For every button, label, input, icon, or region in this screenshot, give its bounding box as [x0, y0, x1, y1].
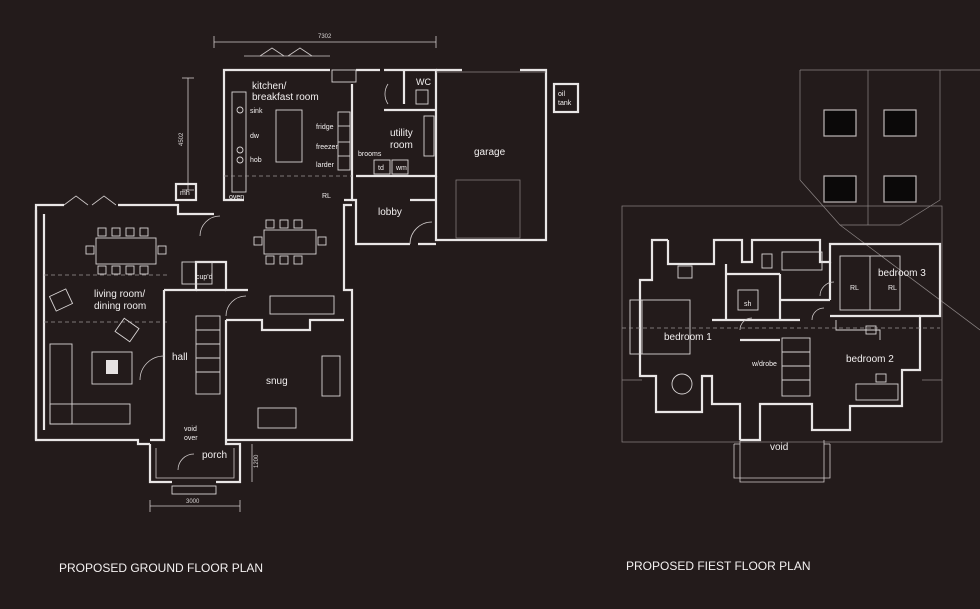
top-width-label: 7302 — [318, 34, 332, 40]
rl-label: RL — [322, 193, 331, 200]
freezer-label: freezer — [316, 144, 338, 151]
wc-label: WC — [416, 77, 431, 87]
ground-floor-title: PROPOSED GROUND FLOOR PLAN — [59, 561, 263, 575]
utility-label-2: room — [390, 140, 413, 151]
larder-label: larder — [316, 162, 335, 169]
dining-table-1 — [85, 227, 167, 275]
hall-label: hall — [172, 352, 188, 363]
sh-label: sh — [744, 301, 752, 308]
roof-window-4 — [883, 175, 917, 203]
bedroom1-label: bedroom 1 — [664, 332, 712, 343]
tank-label: tank — [558, 100, 572, 107]
garage-walls — [434, 68, 548, 242]
kitchen-label-2: breakfast room — [252, 92, 319, 103]
oil-label: oil — [558, 91, 565, 98]
void-label: void — [184, 426, 197, 433]
mh-label: mh — [180, 190, 190, 197]
dining-label: dining room — [94, 301, 146, 312]
oil-tank — [552, 82, 580, 114]
first-void-label: void — [770, 442, 788, 453]
porch-width-label: 3000 — [186, 499, 200, 505]
roof-outline — [621, 69, 980, 443]
kitchen-walls — [222, 47, 380, 202]
kitchen-label: kitchen/ — [252, 81, 287, 92]
manhole — [174, 182, 198, 202]
first-floor-title: PROPOSED FIEST FLOOR PLAN — [626, 559, 811, 573]
side-height-label: 4502 — [179, 132, 185, 146]
roof-window-2 — [883, 109, 917, 137]
first-floor-plan: bedroom 1 bedroom 2 bedroom 3 w/drobe sh… — [621, 69, 980, 483]
dining-table-2 — [253, 219, 327, 265]
snug-label: snug — [266, 376, 288, 387]
wm-label: wm — [395, 165, 407, 172]
top-dimension: 7302 — [213, 34, 437, 48]
rl1-label: RL — [850, 285, 859, 292]
rl2-label: RL — [888, 285, 897, 292]
living-label: living room/ — [94, 289, 145, 300]
void-over-label: over — [184, 435, 198, 442]
cupd-label: cup'd — [196, 274, 213, 281]
bedroom2-label: bedroom 2 — [846, 354, 894, 365]
main-house-walls — [34, 195, 354, 446]
hob-label: hob — [250, 157, 262, 164]
ground-floor-plan: 7302 4502 kitchen/ — [34, 34, 580, 512]
porch-walls — [148, 440, 253, 512]
brooms-label: brooms — [358, 151, 382, 158]
garage-label: garage — [474, 147, 506, 158]
bedroom3-label: bedroom 3 — [878, 268, 926, 279]
oven-label: oven — [229, 194, 244, 201]
fridge-label: fridge — [316, 124, 334, 131]
roof-window-1 — [823, 109, 857, 137]
void-balcony — [733, 440, 831, 483]
side-dimension: 4502 — [179, 77, 194, 191]
wdrobe-label: w/drobe — [751, 361, 777, 368]
porch-depth-label: 1200 — [254, 454, 260, 468]
td-label: td — [378, 165, 384, 172]
lobby-label: lobby — [378, 207, 402, 218]
utility-walls — [356, 68, 438, 178]
roof-window-3 — [823, 175, 857, 203]
sink-label: sink — [250, 108, 263, 115]
dw-label: dw — [250, 133, 260, 140]
first-floor-walls — [622, 238, 942, 442]
utility-label: utility — [390, 128, 413, 139]
porch-label: porch — [202, 450, 227, 461]
lobby-walls — [352, 198, 436, 246]
